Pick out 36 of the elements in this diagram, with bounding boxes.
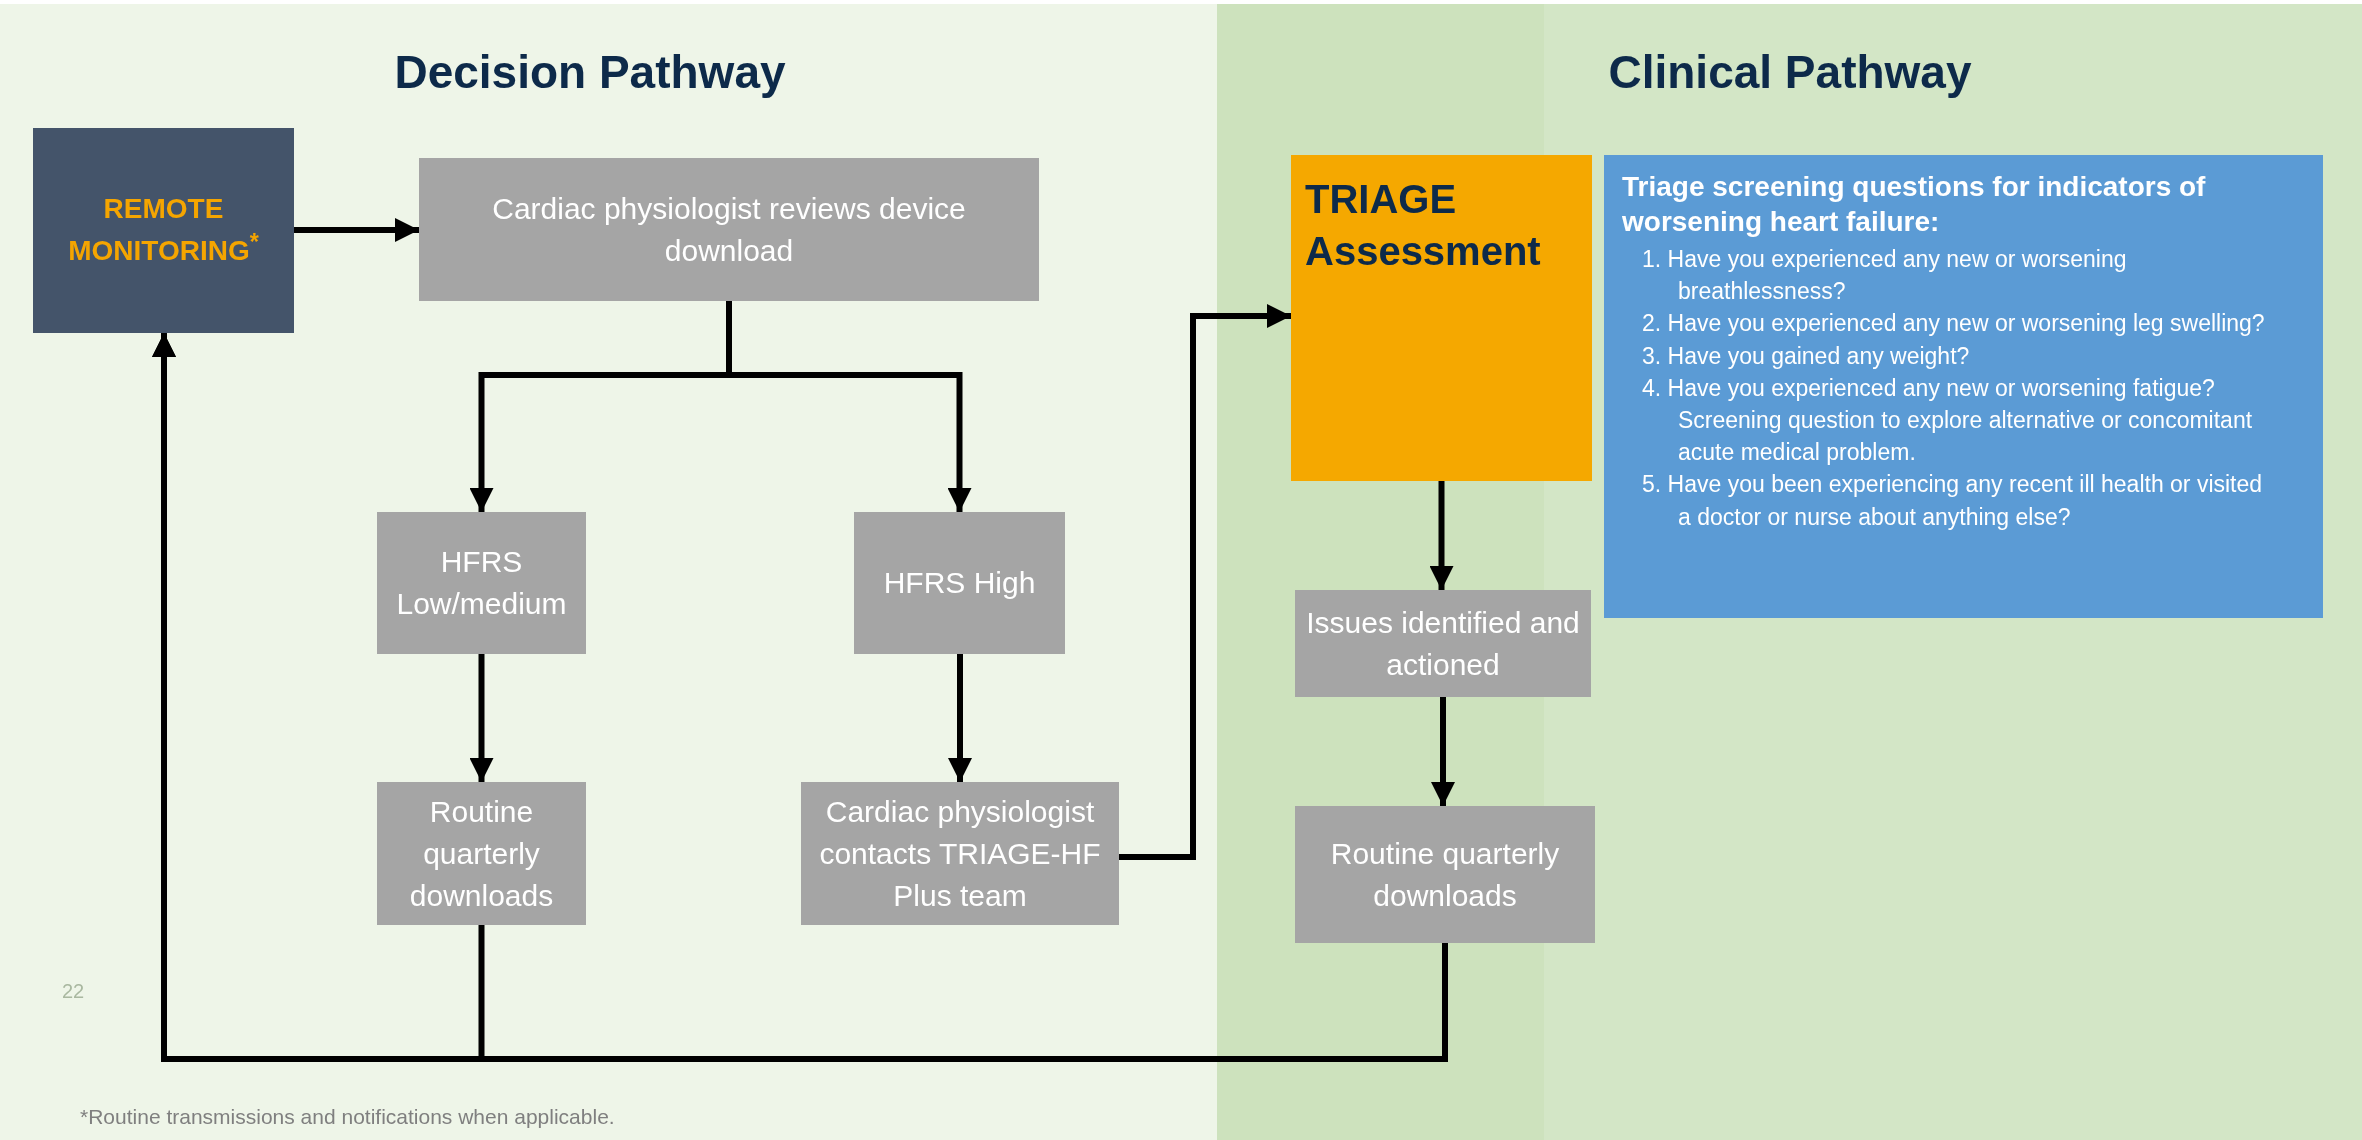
section-heading: Decision Pathway [393, 45, 787, 99]
node-text: Cardiac physiologist reviews device download [491, 190, 967, 269]
list-item: 5. Have you been experiencing any recent ill health or visited a doctor or nurse about anything else? [1641, 470, 2264, 532]
arrow [1431, 697, 1455, 806]
monitoring-box [33, 128, 294, 333]
process-box [854, 512, 1065, 654]
arrow [726, 301, 972, 512]
arrow [294, 218, 419, 242]
node-text: REMOTE MONITORING$^{*}$ [67, 191, 260, 269]
node-text: TRIAGE Assessment [1305, 176, 1542, 275]
list-item: 3. Have you gained any weight? [1641, 341, 1971, 371]
footnote: *Routine transmissions and notifications when applicable. [80, 1105, 616, 1129]
list-item: 1. Have you experienced any new or worsening breathlessness? [1641, 245, 2128, 307]
node-text: HFRS Low/medium [395, 544, 568, 622]
questions-panel [1604, 155, 2323, 618]
panel-heading: Triage screening questions for indicators of worsening heart failure: [1622, 170, 2207, 239]
arrow [1119, 304, 1291, 860]
section-heading: Clinical Pathway [1607, 45, 1973, 99]
node-text: HFRS High [883, 565, 1036, 601]
arrow [469, 654, 494, 782]
node-text: Cardiac physiologist contacts TRIAGE-HF Plus team [818, 793, 1102, 914]
process-box [377, 782, 586, 925]
node-text: Routine quarterly downloads [1329, 835, 1561, 914]
process-box [377, 512, 586, 654]
process-box [1295, 806, 1595, 943]
node-text: Routine quarterly downloads [408, 793, 555, 914]
arrow [1429, 481, 1454, 590]
assessment-box [1291, 155, 1592, 481]
process-box [1295, 590, 1591, 697]
arrow [948, 654, 972, 782]
page-number: 22 [62, 980, 86, 1003]
process-box [801, 782, 1119, 925]
list-item: 4. Have you experienced any new or worsening fatigue? Screening question to explore alternative or concomitant acute medical problem. [1641, 373, 2254, 468]
process-box [419, 158, 1039, 301]
list-item: 2. Have you experienced any new or worsening leg swelling? [1641, 309, 2266, 339]
node-text: Issues identified and actioned [1305, 604, 1581, 683]
